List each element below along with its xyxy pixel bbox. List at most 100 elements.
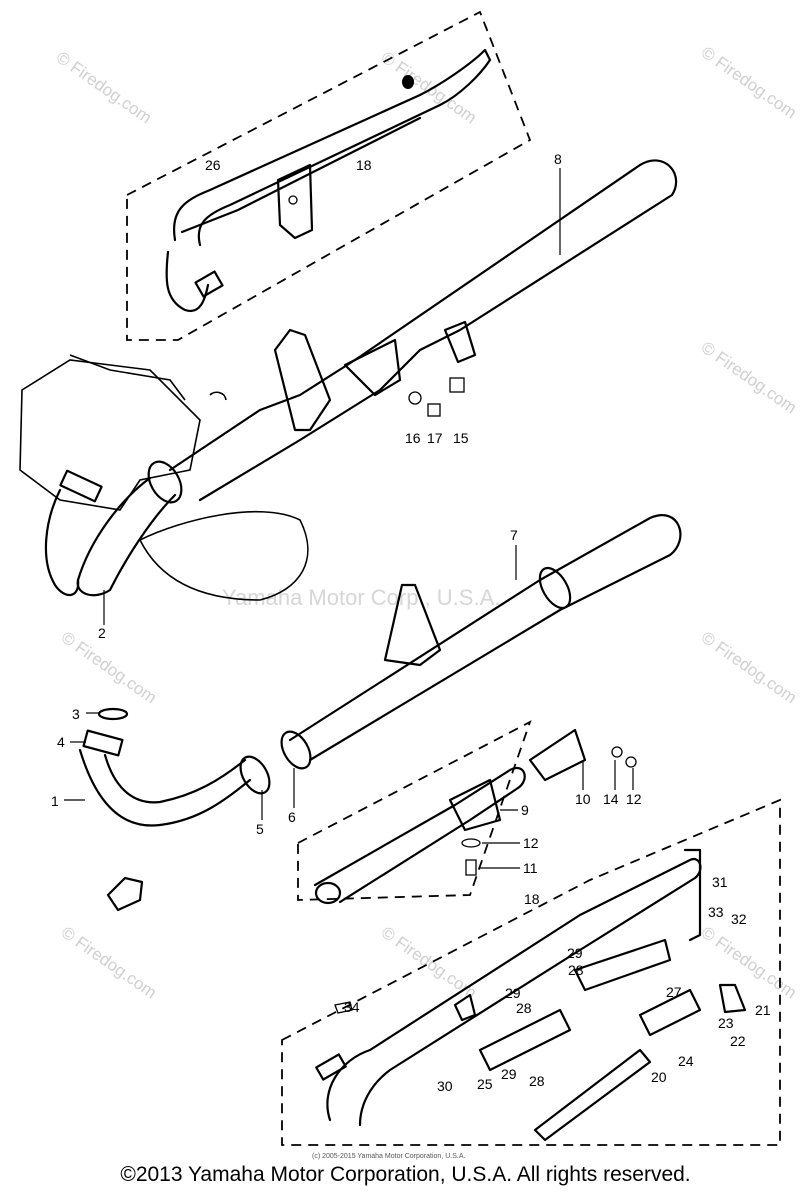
exhaust-pipe-upper	[44, 469, 177, 597]
watermark-firedog: © Firedog.com	[58, 628, 160, 708]
callout-9: 9	[521, 802, 529, 818]
alt-nut	[402, 75, 414, 89]
optional-muffler-group	[281, 798, 781, 1146]
watermark-yamaha: Yamaha Motor Corp., U.S.A.	[222, 585, 500, 610]
callout-14: 14	[603, 791, 619, 807]
bracket-hole	[288, 195, 298, 205]
watermark-firedog: © Firedog.com	[698, 628, 800, 708]
callout-29-b: 29	[505, 985, 521, 1001]
muffler-mount-boss	[343, 338, 402, 397]
watermarks: © Firedog.com © Firedog.com © Firedog.co…	[53, 43, 800, 1003]
watermark-firedog: © Firedog.com	[58, 923, 160, 1003]
copyright-notice: ©2013 Yamaha Motor Corporation, U.S.A. A…	[120, 1163, 691, 1186]
bolt-11	[465, 859, 477, 876]
callout-12-tail: 12	[626, 791, 642, 807]
washer-12	[461, 838, 481, 848]
callout-32: 32	[731, 911, 747, 927]
callout-6: 6	[288, 809, 296, 825]
callout-12-baffle: 12	[523, 835, 539, 851]
callout-1: 1	[51, 793, 59, 809]
nut-17	[427, 403, 441, 417]
callout-24: 24	[678, 1053, 694, 1069]
exhaust-pipe-2-bend	[44, 488, 80, 596]
exhaust-pipe-2	[76, 476, 177, 597]
callout-17: 17	[427, 430, 443, 446]
pipe-flange-2	[59, 469, 103, 503]
group-outline	[126, 10, 532, 341]
gasket-6	[280, 730, 312, 770]
muffler-rear-tab	[443, 320, 477, 364]
baffle-outline	[297, 720, 532, 901]
baffle-end	[314, 881, 342, 905]
callout-3: 3	[72, 706, 80, 722]
callout-2: 2	[98, 625, 106, 641]
clamp-5	[239, 755, 271, 795]
callout-10: 10	[575, 791, 591, 807]
kit-tail-20	[638, 988, 702, 1037]
gasket-3	[97, 707, 129, 721]
callout-30: 30	[437, 1078, 453, 1094]
alt-muffler-group	[126, 10, 532, 341]
exhaust-pipe-lower	[78, 707, 271, 827]
callout-15: 15	[453, 430, 469, 446]
muffler-body	[168, 159, 678, 502]
callout-18-kit: 18	[524, 891, 540, 907]
callout-31: 31	[712, 874, 728, 890]
muffler-bracket	[273, 328, 332, 432]
kit-baffle-25	[478, 1008, 572, 1072]
callout-28-b: 28	[516, 1000, 532, 1016]
watermark-firedog: © Firedog.com	[698, 338, 800, 418]
baffle-tube	[313, 767, 526, 904]
muffler-joint-clamp	[147, 460, 183, 504]
small-bracket	[106, 876, 144, 912]
callout-33: 33	[708, 904, 724, 920]
flange-4	[82, 729, 124, 757]
callout-11: 11	[523, 860, 538, 876]
callout-21: 21	[755, 1002, 771, 1018]
callout-28-a: 28	[568, 962, 584, 978]
callouts: 8 26 18 16 17 15 2 7 3 4 1 5 6 9 12 11 1…	[51, 151, 771, 1094]
alt-pipe-flange	[194, 270, 224, 298]
callout-29-c: 29	[501, 1066, 517, 1082]
nut-13	[625, 756, 637, 768]
callout-22: 22	[730, 1033, 746, 1049]
callout-26: 26	[205, 157, 221, 173]
baffle-cone	[448, 778, 502, 832]
callout-16: 16	[405, 430, 421, 446]
muffler-upper	[147, 159, 678, 504]
muffler-lower	[280, 514, 682, 770]
kit-stay-31	[683, 848, 702, 942]
alt-muffler	[172, 48, 492, 247]
cylinder-fins	[69, 354, 186, 401]
callout-4: 4	[57, 734, 65, 750]
callout-34: 34	[344, 999, 360, 1015]
kit-rod	[533, 1048, 652, 1142]
washer-16	[408, 391, 422, 405]
engine-outline	[19, 354, 309, 601]
callout-18-top: 18	[356, 157, 372, 173]
callout-20: 20	[651, 1069, 667, 1085]
callout-7: 7	[510, 527, 518, 543]
tail-cap-10	[528, 728, 587, 782]
alt-muffler-heatshield	[180, 116, 422, 234]
callout-25: 25	[477, 1076, 493, 1092]
watermark-firedog: © Firedog.com	[378, 923, 480, 1003]
kit-bracket	[453, 993, 477, 1022]
washer-14	[611, 746, 623, 758]
kit-cap-21	[718, 983, 747, 1014]
callout-27: 27	[666, 984, 682, 1000]
alt-muffler-bracket	[276, 163, 314, 240]
callout-29-a: 29	[567, 945, 583, 961]
kit-outline	[281, 798, 781, 1146]
fine-print: (c) 2005-2015 Yamaha Motor Corporation, …	[312, 1153, 465, 1160]
cylinder-head	[19, 359, 201, 511]
watermark-firedog: © Firedog.com	[53, 48, 155, 128]
exhaust-pipe-1	[78, 748, 252, 827]
muffler-lower-bracket	[383, 583, 442, 667]
kit-baffle-27	[573, 938, 672, 992]
leader-lines	[64, 168, 634, 869]
alt-exhaust-pipe	[165, 250, 210, 313]
inner-baffle-group	[297, 720, 637, 905]
